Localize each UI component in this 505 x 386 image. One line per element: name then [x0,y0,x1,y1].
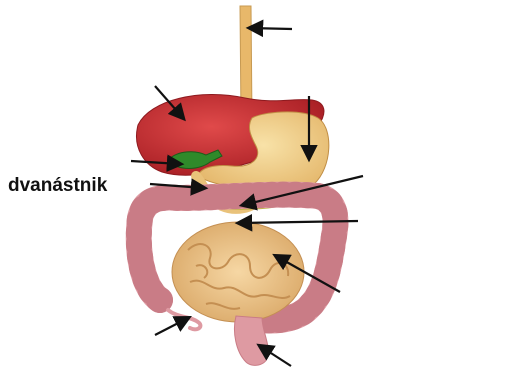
small-intestine [172,222,304,322]
arrow-esophagus [250,28,292,29]
duodenum-label: dvanástnik [8,176,107,195]
arrow-appendix [155,318,188,335]
